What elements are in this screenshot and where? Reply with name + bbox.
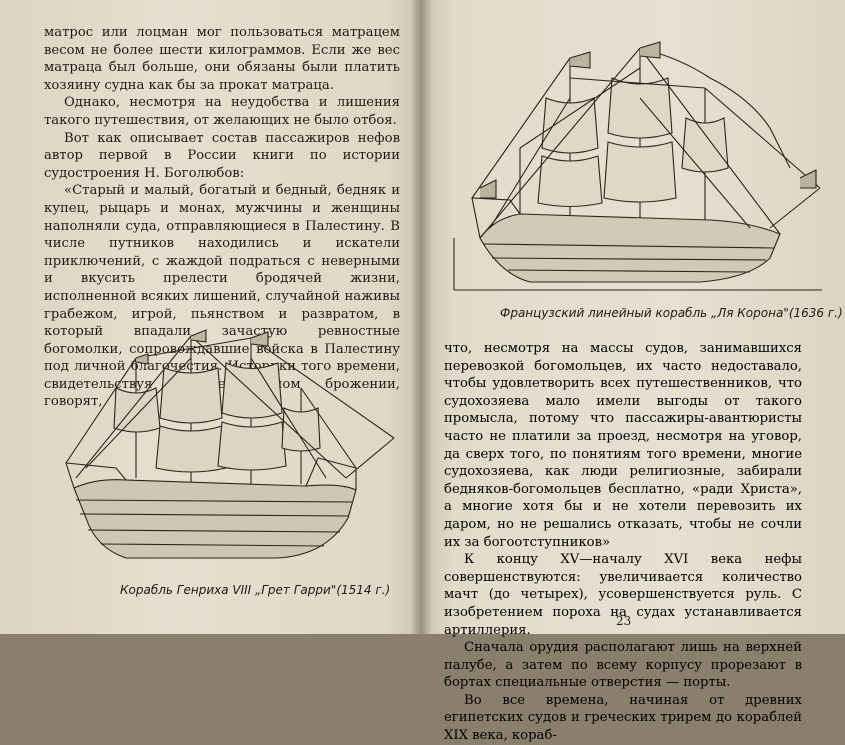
paragraph: Во все времена, начиная от древних египе… (444, 692, 802, 744)
paragraph: Сначала орудия располагают лишь на верхн… (444, 640, 802, 691)
paragraph: К концу XV—началу XVI века нефы совершен… (444, 552, 802, 638)
page-number: 23 (616, 614, 632, 628)
paragraph: матрос или лоцман мог пользоваться матра… (44, 25, 400, 93)
left-page: матрос или лоцман мог пользоваться матра… (0, 0, 420, 634)
right-page: Французский линейный корабль „Ля Корона"… (420, 0, 845, 634)
paragraph: что, несмотря на массы судов, занимавших… (444, 341, 802, 550)
figure-caption: Корабль Генриха VIII „Грет Гарри"(1514 г… (120, 583, 391, 597)
figure-caption: Французский линейный корабль „Ля Корона"… (500, 306, 843, 320)
right-text-block: что, несмотря на массы судов, занимавших… (444, 340, 802, 745)
ship-illustration-la-couronne (453, 41, 822, 291)
paragraph: Однако, несмотря на неудобства и лишения… (44, 95, 400, 128)
paragraph: Вот как описывает состав пассажиров нефо… (44, 130, 400, 181)
paragraph: «Старый и малый, богатый и бедный, бедня… (44, 183, 400, 410)
left-text-block: матрос или лоцман мог пользоваться матра… (44, 24, 400, 411)
ship-illustration-great-harry (65, 329, 395, 559)
book-gutter (410, 0, 432, 634)
